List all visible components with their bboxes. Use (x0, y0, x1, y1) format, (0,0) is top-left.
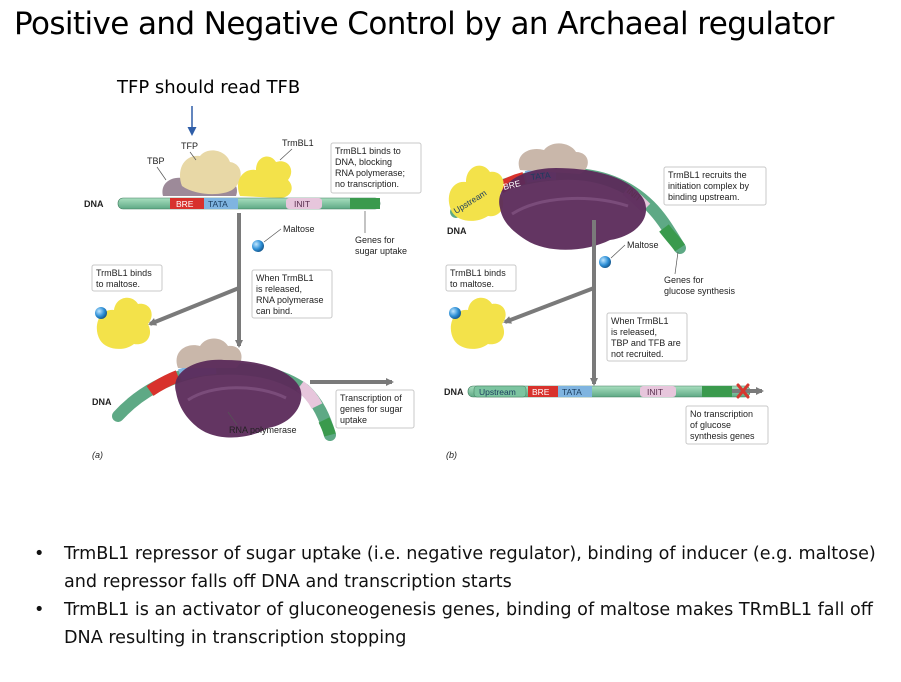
rna-polymerase-b (499, 168, 647, 250)
binds-box-text: TrmBL1 binds to maltose. (96, 268, 154, 289)
panel-b: Upstream BRE TATA INIT DNA TrmBL1 recrui… (444, 143, 769, 460)
arrow-left-a (148, 286, 240, 326)
trmbl1-shape (237, 156, 292, 198)
panel-b-letter: (b) (446, 450, 457, 460)
binds-box-text-b: TrmBL1 binds to maltose. (450, 268, 508, 289)
recruit-box-text: TrmBL1 recruits the initiation complex b… (668, 170, 752, 202)
tfb-shape (180, 150, 241, 195)
init-region (286, 198, 322, 209)
trmbl1-b (448, 165, 504, 221)
released-box-text-b: When TrmBL1 is released, TBP and TFB are… (611, 316, 683, 359)
slide-title: Positive and Negative Control by an Arch… (14, 6, 834, 42)
transcription-box-text: Transcription of genes for sugar uptake (340, 393, 405, 425)
arrow-left-b (503, 286, 595, 324)
genes-label: Genes for sugar uptake (355, 235, 407, 256)
upstream-label-bottom: Upstream (479, 387, 516, 397)
bullet-text: TrmBL1 is an activator of gluconeogenesi… (64, 600, 873, 648)
maltose-label-b: Maltose (627, 240, 659, 250)
bullet-list: • TrmBL1 repressor of sugar uptake (i.e.… (34, 540, 894, 652)
init-label: INIT (294, 199, 310, 209)
tata-label-b: TATA (530, 170, 551, 182)
tata-region (204, 198, 238, 209)
bullet-item: • TrmBL1 is an activator of gluconeogene… (34, 596, 894, 652)
maltose-label: Maltose (283, 224, 315, 234)
bre-region (170, 198, 204, 209)
correction-note: TFP should read TFB (117, 77, 301, 98)
dna-label-bottom-a: DNA (92, 397, 112, 407)
bre-label-b: BRE (502, 178, 522, 192)
genes-region (350, 198, 380, 209)
init-label-bottom-b: INIT (647, 387, 663, 397)
rnap-label: RNA polymerase (229, 425, 297, 435)
bullet-marker: • (34, 600, 45, 620)
dna-label-b: DNA (447, 226, 467, 236)
no-transcription-x (736, 383, 750, 399)
tfp-label: TFP (181, 141, 198, 151)
maltose-ball (252, 240, 264, 252)
bullet-marker: • (34, 544, 45, 564)
released-box-text: When TrmBL1 is released, RNA polymerase … (256, 273, 326, 316)
tata-label-bottom-b: TATA (562, 387, 582, 397)
tata-label: TATA (208, 199, 228, 209)
trmbl1-maltose-complex-b (450, 297, 506, 349)
dna-label: DNA (84, 199, 104, 209)
maltose-ball-b (599, 256, 611, 268)
dna-label-bottom-b: DNA (444, 387, 464, 397)
dna-strand-top (117, 197, 381, 210)
genes-label-b: Genes for glucose synthesis (664, 275, 736, 296)
repress-box-text: TrmBL1 binds to DNA, blocking RNA polyme… (335, 146, 408, 189)
rna-polymerase-a (175, 359, 302, 438)
no-tx-box-text: No transcription of glucose synthesis ge… (690, 409, 756, 441)
bre-label: BRE (176, 199, 194, 209)
panel-a: DNA BRE TATA INIT TBP TFP TrmBL1 TrmBL1 … (84, 138, 422, 460)
trmbl1-maltose-complex (96, 297, 152, 349)
bullet-item: • TrmBL1 repressor of sugar uptake (i.e.… (34, 540, 894, 596)
tbp-tfb-b (518, 143, 588, 174)
bre-label-bottom-b: BRE (532, 387, 550, 397)
tbp-label: TBP (147, 156, 165, 166)
regulation-diagram: DNA BRE TATA INIT TBP TFP TrmBL1 TrmBL1 … (84, 106, 769, 460)
bullet-text: TrmBL1 repressor of sugar uptake (i.e. n… (64, 544, 876, 592)
trmbl1-label: TrmBL1 (282, 138, 314, 148)
panel-a-letter: (a) (92, 450, 103, 460)
